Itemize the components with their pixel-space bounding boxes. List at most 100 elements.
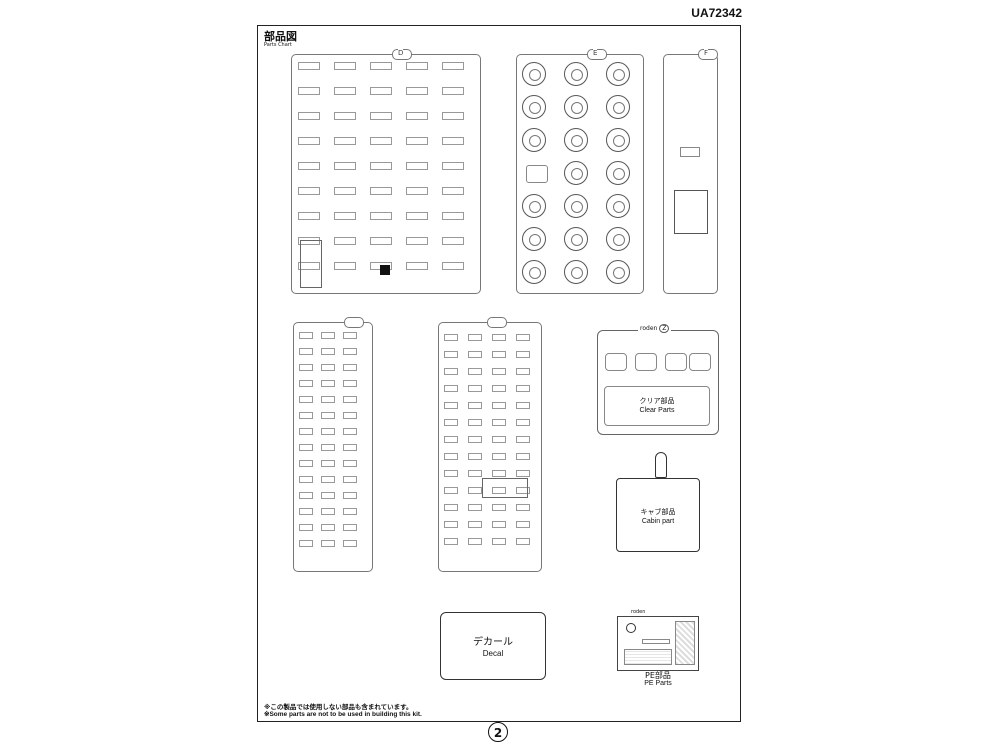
pe-fret: roden PE部品 PE Parts xyxy=(617,608,699,698)
clear-window-2 xyxy=(635,353,657,371)
sprue-h-part xyxy=(468,504,482,511)
sprue-d-part xyxy=(334,187,356,195)
pe-mesh xyxy=(675,621,695,665)
clear-window-3 xyxy=(665,353,687,371)
sprue-g-part xyxy=(343,460,357,467)
note-ja: ※この製品では使用しない部品も含まれています。 xyxy=(264,703,413,711)
sprue-f: F xyxy=(663,49,718,294)
sprue-h-part xyxy=(516,521,530,528)
sprue-h-part xyxy=(516,385,530,392)
sprue-g-part xyxy=(321,380,335,387)
sprue-d-part xyxy=(334,162,356,170)
pe-sheet xyxy=(617,616,699,671)
clear-parts-label-ja: クリア部品 xyxy=(639,397,675,405)
sprue-d-part xyxy=(406,162,428,170)
pe-label-ja: PE部品 xyxy=(645,671,671,680)
sprue-g-part xyxy=(321,508,335,515)
sprue-h-part xyxy=(492,385,506,392)
sprue-d-part xyxy=(406,187,428,195)
sprue-h-part xyxy=(444,334,458,341)
sprue-h-part xyxy=(444,419,458,426)
sprue-h-part xyxy=(444,368,458,375)
sprue-g-part xyxy=(299,348,313,355)
sprue-g-part xyxy=(343,380,357,387)
clear-parts-brand: roden Z xyxy=(638,324,672,333)
wheel-part xyxy=(564,62,588,86)
sprue-g-part xyxy=(343,492,357,499)
sprue-d: D xyxy=(291,49,481,294)
wheel-part xyxy=(564,227,588,251)
sprue-h-part xyxy=(444,538,458,545)
sprue-h-part xyxy=(492,436,506,443)
sprue-g-part xyxy=(343,540,357,547)
sprue-g-tag xyxy=(344,317,364,328)
sprue-e-bracket xyxy=(526,165,548,183)
cabin-part: キャブ部品 Cabin part xyxy=(610,452,706,558)
note-en: ※Some parts are not to be used in buildi… xyxy=(264,711,422,718)
sprue-g-part xyxy=(299,428,313,435)
sprue-h-part xyxy=(516,504,530,511)
wheel-part xyxy=(606,194,630,218)
sprue-g-part xyxy=(299,380,313,387)
sprue-g-part xyxy=(321,540,335,547)
wheel-part xyxy=(606,227,630,251)
decal-label-en: Decal xyxy=(482,649,504,658)
sprue-e-label: E xyxy=(593,49,598,57)
pe-brand: roden xyxy=(631,609,646,615)
sprue-h-part xyxy=(516,351,530,358)
sprue-g-part xyxy=(343,332,357,339)
pe-gear xyxy=(626,623,636,633)
sprue-d-black-part xyxy=(380,265,390,275)
sprue-g-part xyxy=(343,396,357,403)
clear-parts-label-en: Clear Parts xyxy=(639,407,675,414)
sprue-d-part xyxy=(406,262,428,270)
sprue-h-part xyxy=(468,385,482,392)
sprue-h-part xyxy=(492,334,506,341)
sprue-h-part xyxy=(492,504,506,511)
sprue-h-part xyxy=(492,487,506,494)
sprue-h-part xyxy=(492,419,506,426)
wheel-part xyxy=(606,95,630,119)
sprue-d-part xyxy=(370,162,392,170)
wheel-part xyxy=(522,194,546,218)
sprue-h-part xyxy=(516,453,530,460)
wheel-part xyxy=(522,260,546,284)
sprue-d-part xyxy=(370,212,392,220)
sprue-d-part xyxy=(442,112,464,120)
sprue-d-part xyxy=(298,162,320,170)
sprue-h-part xyxy=(516,538,530,545)
sprue-g-part xyxy=(343,348,357,355)
wheel-part xyxy=(564,128,588,152)
sprue-d-part xyxy=(334,112,356,120)
sprue-h-part xyxy=(468,487,482,494)
wheel-part xyxy=(522,128,546,152)
sprue-g-part xyxy=(299,396,313,403)
sprue-g-part xyxy=(299,444,313,451)
sprue-h-part xyxy=(444,402,458,409)
sprue-d-part xyxy=(298,112,320,120)
sprue-g-part xyxy=(343,428,357,435)
sprue-h-part xyxy=(444,504,458,511)
sprue-h-part xyxy=(516,368,530,375)
wheel-part xyxy=(606,161,630,185)
sprue-g-part xyxy=(321,412,335,419)
sprue-h-frame xyxy=(482,478,528,498)
sprue-g-part xyxy=(299,476,313,483)
sprue-d-part xyxy=(406,212,428,220)
sprue-h-part xyxy=(492,453,506,460)
sprue-h-part xyxy=(468,334,482,341)
page-title: 部品図 xyxy=(264,30,297,43)
decal-sheet: デカール Decal xyxy=(440,612,546,680)
wheel-part xyxy=(564,260,588,284)
sprue-e: E xyxy=(516,49,644,294)
sprue-d-part xyxy=(370,112,392,120)
sprue-f-label: F xyxy=(704,49,709,57)
sprue-d-part xyxy=(370,87,392,95)
sprue-d-part xyxy=(442,62,464,70)
sprue-h-part xyxy=(468,538,482,545)
sprue-d-part xyxy=(442,162,464,170)
sprue-g-part xyxy=(343,524,357,531)
sprue-g-part xyxy=(299,332,313,339)
sprue-d-part xyxy=(370,137,392,145)
sprue-h-part xyxy=(444,385,458,392)
